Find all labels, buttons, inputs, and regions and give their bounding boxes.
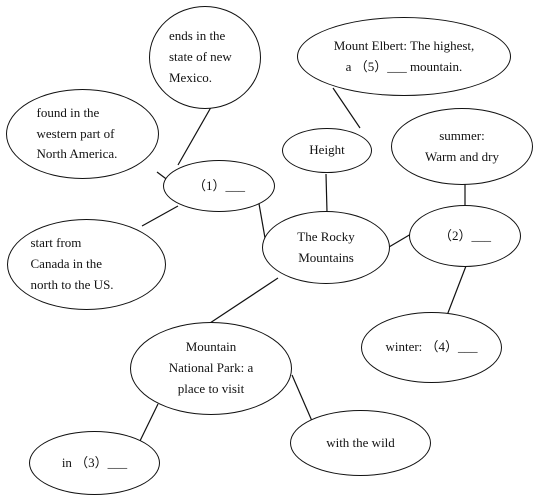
node-mountain-national-park-text: Mountain National Park: a place to visit bbox=[168, 339, 254, 396]
node-mount-elbert-text: Mount Elbert: The highest, a （5）___ moun… bbox=[333, 37, 475, 74]
node-found-in-western-text: found in the western part of North Ameri… bbox=[36, 104, 118, 162]
line-elbert-to-height bbox=[332, 87, 361, 129]
line-blank2-to-winter bbox=[445, 265, 467, 319]
node-mount-elbert: Mount Elbert: The highest, a （5）___ moun… bbox=[297, 17, 511, 96]
node-start-from-canada: start from Canada in the north to the US… bbox=[7, 219, 166, 310]
node-blank-2-text: （2）___ bbox=[438, 227, 491, 243]
node-blank-3: in （3）___ bbox=[29, 431, 160, 495]
node-ends-in-new-mexico-text: ends in the state of new Mexico. bbox=[169, 28, 232, 85]
line-height-to-center bbox=[325, 173, 328, 213]
line-blank1-to-center bbox=[257, 197, 266, 239]
node-summer: summer: Warm and dry bbox=[391, 108, 533, 185]
node-rocky-mountains-center: The Rocky Mountains bbox=[262, 211, 390, 284]
node-blank-1: （1）___ bbox=[163, 160, 275, 212]
node-with-the-wild-text: with the wild bbox=[326, 434, 395, 450]
node-ends-in-new-mexico: ends in the state of new Mexico. bbox=[149, 6, 261, 109]
node-winter-text: winter: （4）___ bbox=[385, 339, 478, 355]
node-rocky-mountains-text: The Rocky Mountains bbox=[297, 228, 355, 265]
node-found-in-western: found in the western part of North Ameri… bbox=[6, 89, 159, 179]
node-mountain-national-park: Mountain National Park: a place to visit bbox=[130, 322, 292, 415]
line-center-to-blank2 bbox=[388, 233, 412, 248]
node-blank-3-text: in （3）___ bbox=[61, 454, 128, 470]
node-blank-2: （2）___ bbox=[409, 205, 521, 267]
node-height-text: Height bbox=[309, 142, 345, 158]
line-park-to-wild bbox=[291, 374, 313, 422]
node-blank-1-text: （1）___ bbox=[192, 177, 245, 193]
node-start-from-canada-text: start from Canada in the north to the US… bbox=[30, 235, 114, 292]
node-summer-text: summer: Warm and dry bbox=[424, 127, 500, 164]
line-blank1-to-canada bbox=[141, 205, 179, 227]
node-height: Height bbox=[282, 128, 372, 173]
node-winter: winter: （4）___ bbox=[361, 312, 502, 383]
node-with-the-wild: with the wild bbox=[290, 410, 431, 476]
line-center-to-park bbox=[209, 277, 279, 324]
line-park-to-blank3 bbox=[137, 403, 159, 446]
line-blank1-to-mexico bbox=[177, 101, 215, 166]
